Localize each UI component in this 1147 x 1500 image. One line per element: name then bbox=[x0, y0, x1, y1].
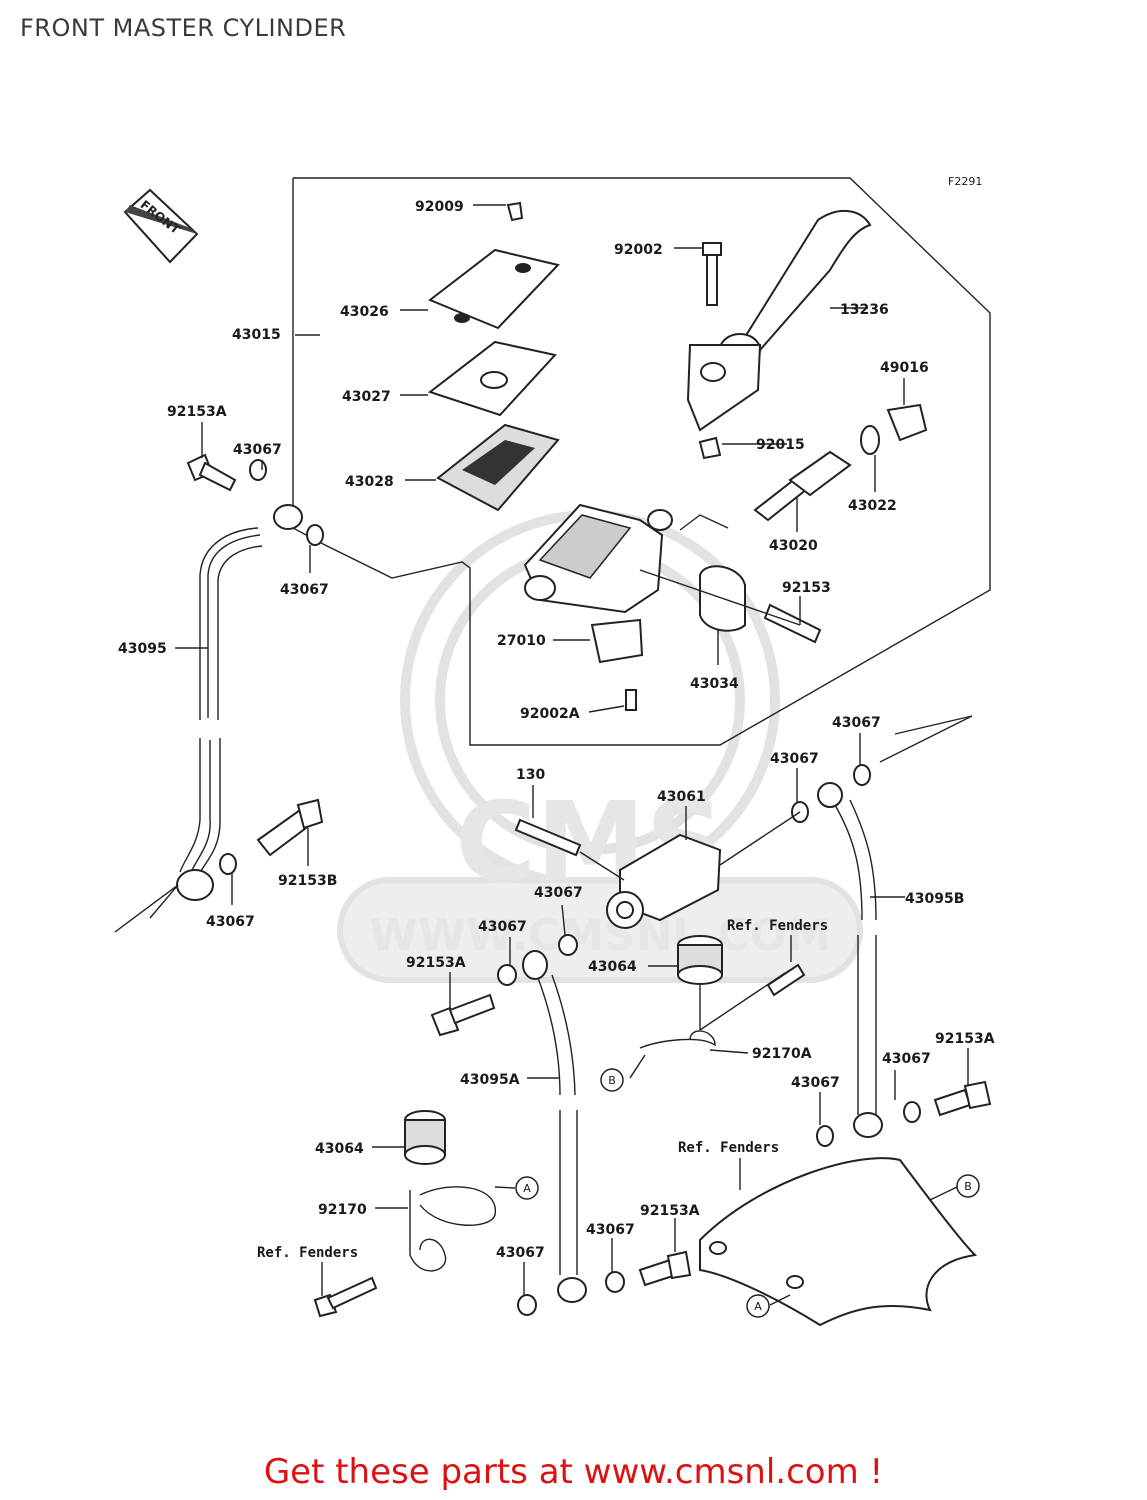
circle-ref-b-mid: B bbox=[600, 1068, 624, 1092]
label-43064-a: 43064 bbox=[588, 959, 637, 975]
joint-43061 bbox=[606, 833, 722, 929]
label-130: 130 bbox=[516, 767, 545, 783]
label-43067-f: 43067 bbox=[206, 914, 255, 930]
label-92153A-a: 92153A bbox=[167, 404, 227, 420]
label-43067-a: 43067 bbox=[233, 442, 282, 458]
brake-switch bbox=[590, 618, 644, 711]
grommet-43064-mid bbox=[677, 935, 723, 985]
label-92009: 92009 bbox=[415, 199, 464, 215]
label-43095B: 43095B bbox=[905, 891, 964, 907]
label-43067-h: 43067 bbox=[882, 1051, 931, 1067]
diagram-code: F2291 bbox=[948, 175, 982, 188]
bolt-130 bbox=[514, 818, 582, 857]
label-92170: 92170 bbox=[318, 1202, 367, 1218]
label-13236: 13236 bbox=[840, 302, 889, 318]
washer-43067-d bbox=[853, 764, 871, 786]
hose-43095B bbox=[817, 782, 883, 1138]
page-title: FRONT MASTER CYLINDER bbox=[20, 14, 347, 42]
label-ref-fenders-b: Ref. Fenders bbox=[678, 1140, 779, 1156]
label-43067-j: 43067 bbox=[586, 1222, 635, 1238]
label-43067-d: 43067 bbox=[770, 751, 819, 767]
label-43026: 43026 bbox=[340, 304, 389, 320]
banjo-bolt-92153A-mid bbox=[430, 993, 496, 1037]
label-43028: 43028 bbox=[345, 474, 394, 490]
hose-43095A bbox=[522, 950, 587, 1303]
banjo-bolt-92153A-low bbox=[638, 1250, 692, 1287]
circle-ref-a-low: A bbox=[746, 1294, 770, 1318]
banjo-bolt-92153B bbox=[256, 798, 324, 857]
piston-assembly bbox=[753, 403, 928, 522]
label-92153A-d: 92153A bbox=[640, 1203, 700, 1219]
banjo-bolt-92153A-top bbox=[186, 453, 237, 492]
circle-ref-b-right: B bbox=[956, 1174, 980, 1198]
front-arrow-icon: FRONT bbox=[123, 188, 199, 264]
pivot-bolt bbox=[698, 242, 722, 460]
label-43067-c: 43067 bbox=[832, 715, 881, 731]
label-43067-k: 43067 bbox=[496, 1245, 545, 1261]
label-43067-b: 43067 bbox=[280, 582, 329, 598]
label-43067-g: 43067 bbox=[478, 919, 527, 935]
label-43061: 43061 bbox=[657, 789, 706, 805]
label-92153: 92153 bbox=[782, 580, 831, 596]
label-92153A-b: 92153A bbox=[406, 955, 466, 971]
bolt-ref-fenders-left bbox=[313, 1276, 378, 1318]
washer-43067-c bbox=[219, 853, 237, 875]
label-43067-e: 43067 bbox=[534, 885, 583, 901]
label-43064-b: 43064 bbox=[315, 1141, 364, 1157]
washer-43067-a bbox=[249, 459, 267, 481]
label-43095A: 43095A bbox=[460, 1072, 520, 1088]
label-92170A: 92170A bbox=[752, 1046, 812, 1062]
assembly-outline bbox=[292, 177, 991, 746]
label-43015: 43015 bbox=[232, 327, 281, 343]
washer-43067-f bbox=[903, 1101, 921, 1123]
grommet-43064-low bbox=[404, 1110, 446, 1165]
label-43022: 43022 bbox=[848, 498, 897, 514]
label-43067-i: 43067 bbox=[791, 1075, 840, 1091]
svg-text:A: A bbox=[523, 1182, 531, 1195]
label-ref-fenders-a: Ref. Fenders bbox=[727, 918, 828, 934]
reservoir-plate bbox=[427, 340, 557, 417]
part-labels: 92009 92002 13236 43026 43015 43027 4901… bbox=[118, 199, 995, 1261]
svg-text:B: B bbox=[608, 1074, 616, 1087]
washer-43067-k bbox=[517, 1294, 537, 1316]
label-92002A: 92002A bbox=[520, 706, 580, 722]
label-49016: 49016 bbox=[880, 360, 929, 376]
fender-section bbox=[699, 1157, 978, 1327]
reservoir-cap bbox=[428, 248, 560, 330]
watermark-url: WWW.CMSNL.COM bbox=[369, 910, 831, 961]
banjo-bolt-92153A-right bbox=[933, 1080, 992, 1117]
label-92153A-c: 92153A bbox=[935, 1031, 995, 1047]
washer-43067-i bbox=[497, 964, 517, 986]
leader-lines bbox=[114, 204, 973, 1306]
hose-43095 bbox=[176, 504, 303, 901]
circle-ref-a-top: A bbox=[515, 1176, 539, 1200]
label-ref-fenders-c: Ref. Fenders bbox=[257, 1245, 358, 1261]
washer-43067-j bbox=[605, 1271, 625, 1293]
label-92002: 92002 bbox=[614, 242, 663, 258]
clip-92170A bbox=[639, 963, 806, 1049]
master-cylinder-body bbox=[523, 503, 673, 614]
label-43020: 43020 bbox=[769, 538, 818, 554]
reservoir-diaphragm bbox=[436, 423, 560, 512]
washer-43067-b bbox=[306, 524, 324, 546]
clip-92170 bbox=[409, 1186, 496, 1272]
label-43095: 43095 bbox=[118, 641, 167, 657]
washer-43067-g bbox=[816, 1125, 834, 1147]
footer-link[interactable]: Get these parts at www.cmsnl.com ! bbox=[263, 1452, 884, 1492]
label-92153B: 92153B bbox=[278, 873, 337, 889]
washer-43067-h bbox=[558, 934, 578, 956]
svg-text:B: B bbox=[964, 1180, 972, 1193]
cap-screw bbox=[506, 201, 524, 222]
label-27010: 27010 bbox=[497, 633, 546, 649]
brake-lever bbox=[686, 209, 872, 432]
label-92015: 92015 bbox=[756, 437, 805, 453]
svg-text:A: A bbox=[754, 1300, 762, 1313]
label-43034: 43034 bbox=[690, 676, 739, 692]
label-43027: 43027 bbox=[342, 389, 391, 405]
